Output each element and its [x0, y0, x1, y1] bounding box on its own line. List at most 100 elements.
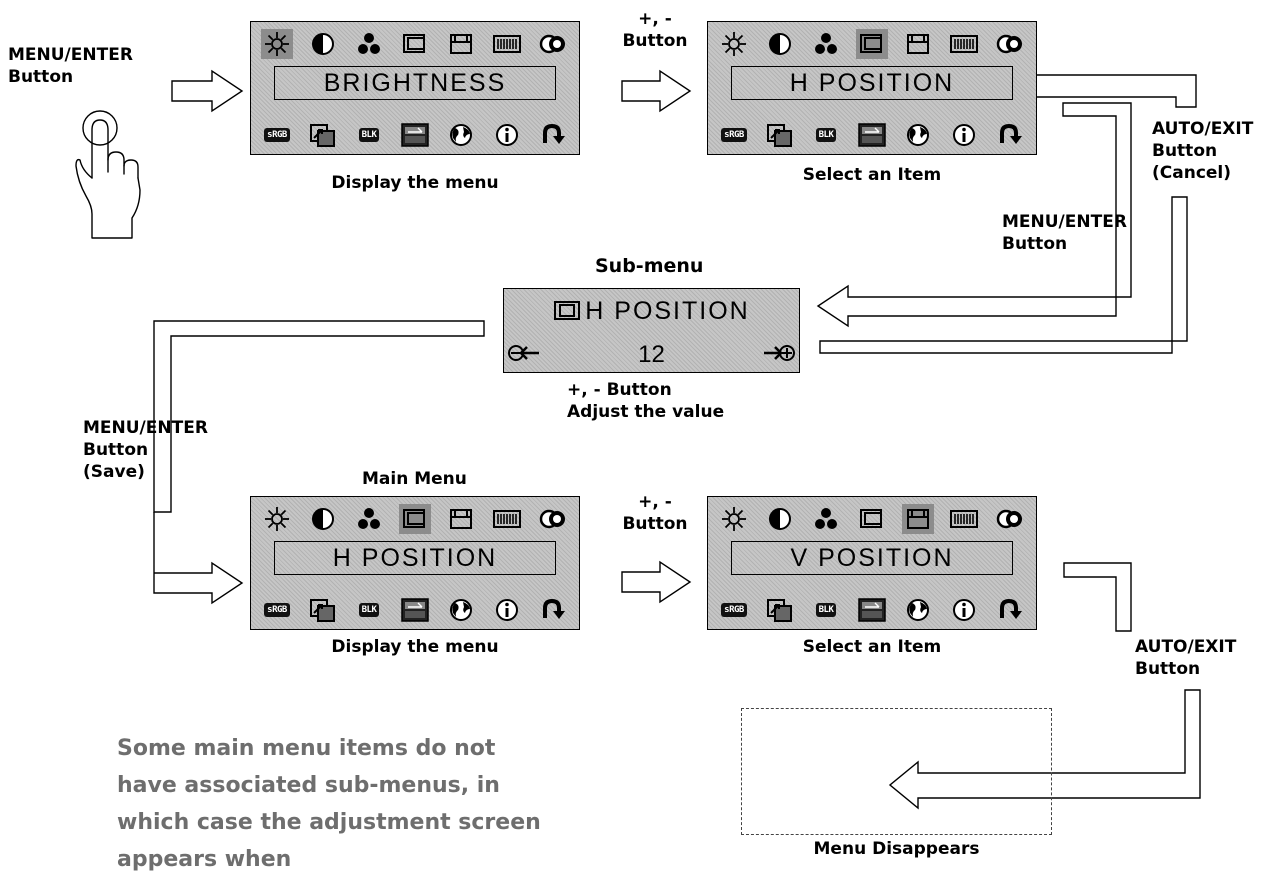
exit-icon: [537, 120, 569, 150]
zoom-icon: [764, 595, 796, 625]
reset-icon: [994, 504, 1026, 534]
clock-phase-icon: [948, 504, 980, 534]
v-position-icon: [902, 29, 934, 59]
color-icon: [810, 504, 842, 534]
exit-icon: [537, 595, 569, 625]
clock-phase-icon: [948, 29, 980, 59]
arrow-exit-to-disappear: [1063, 562, 1132, 632]
h-position-icon: [856, 504, 888, 534]
main-menu-label: Main Menu: [362, 469, 467, 489]
h-position-icon: [856, 29, 888, 59]
decrease-icon: [506, 341, 542, 369]
osd-item-title: H POSITION: [731, 66, 1013, 100]
hand-pointer-icon: [75, 110, 141, 239]
reset-icon: [537, 29, 569, 59]
contrast-icon: [764, 504, 796, 534]
blk-icon: BLK: [353, 120, 385, 150]
osd-panel-brightness: BRIGHTNESS sRGB BLK: [250, 21, 580, 155]
osd-bottom-icon-row: sRGB BLK: [261, 595, 569, 625]
brightness-icon: [718, 29, 750, 59]
caption-select-item-2: Select an Item: [802, 637, 942, 657]
clock-phase-icon: [491, 504, 523, 534]
exit-icon: [994, 595, 1026, 625]
brightness-icon: [261, 29, 293, 59]
arrow-plus-minus-1: [621, 69, 692, 113]
info-icon: [491, 120, 523, 150]
zoom-icon: [307, 595, 339, 625]
sub-menu-h-position: H POSITION 12: [503, 288, 800, 373]
osd-position-icon: [856, 595, 888, 625]
caption-select-item-1: Select an Item: [802, 165, 942, 185]
srgb-icon: sRGB: [261, 120, 293, 150]
language-icon: [902, 595, 934, 625]
footnote-text: Some main menu items do not have associa…: [117, 736, 541, 872]
osd-panel-v-position: V POSITION sRGB BLK: [707, 496, 1037, 630]
info-icon: [948, 595, 980, 625]
osd-position-icon: [856, 120, 888, 150]
v-position-icon: [445, 504, 477, 534]
osd-item-title: BRIGHTNESS: [274, 66, 556, 100]
plus-minus-button-label-1: +, -Button: [622, 9, 688, 51]
v-position-icon: [445, 29, 477, 59]
blk-icon: BLK: [810, 595, 842, 625]
v-position-icon: [902, 504, 934, 534]
caption-menu-disappears: Menu Disappears: [813, 839, 980, 859]
reset-icon: [994, 29, 1026, 59]
plus-minus-button-label-2: +, -Button: [622, 492, 688, 534]
info-icon: [491, 595, 523, 625]
contrast-icon: [307, 29, 339, 59]
blk-icon: BLK: [810, 120, 842, 150]
osd-top-icon-row: [718, 29, 1026, 59]
osd-bottom-icon-row: sRGB BLK: [718, 595, 1026, 625]
contrast-icon: [307, 504, 339, 534]
color-icon: [353, 29, 385, 59]
submenu-title: H POSITION: [585, 297, 750, 325]
zoom-icon: [307, 120, 339, 150]
color-icon: [353, 504, 385, 534]
blk-icon: BLK: [353, 595, 385, 625]
osd-panel-main-menu: H POSITION sRGB BLK: [250, 496, 580, 630]
osd-top-icon-row: [261, 29, 569, 59]
submenu-value: 12: [638, 341, 665, 368]
language-icon: [902, 120, 934, 150]
osd-position-icon: [399, 595, 431, 625]
osd-top-icon-row: [261, 504, 569, 534]
connector-save-from-submenu: [153, 320, 485, 513]
osd-item-title: V POSITION: [731, 541, 1013, 575]
color-icon: [810, 29, 842, 59]
contrast-icon: [764, 29, 796, 59]
language-icon: [445, 120, 477, 150]
osd-bottom-icon-row: sRGB BLK: [261, 120, 569, 150]
reset-icon: [537, 504, 569, 534]
info-icon: [948, 120, 980, 150]
clock-phase-icon: [491, 29, 523, 59]
arrow-save-to-main-menu: [153, 512, 244, 605]
language-icon: [445, 595, 477, 625]
zoom-icon: [764, 120, 796, 150]
caption-display-menu-1: Display the menu: [331, 173, 499, 193]
increase-icon: [761, 341, 797, 369]
menu-disappeared-area: [741, 708, 1052, 835]
h-position-icon: [399, 29, 431, 59]
sub-menu-label: Sub-menu: [595, 255, 704, 277]
brightness-icon: [261, 504, 293, 534]
caption-display-menu-2: Display the menu: [331, 637, 499, 657]
arrow-to-submenu: [816, 102, 1132, 328]
osd-item-title: H POSITION: [274, 541, 556, 575]
h-position-icon: [399, 504, 431, 534]
srgb-icon: sRGB: [261, 595, 293, 625]
srgb-icon: sRGB: [718, 595, 750, 625]
arrow-to-menu-panel: [171, 69, 244, 113]
connector-cancel-from-submenu: [819, 196, 1188, 354]
exit-icon: [994, 120, 1026, 150]
osd-position-icon: [399, 120, 431, 150]
